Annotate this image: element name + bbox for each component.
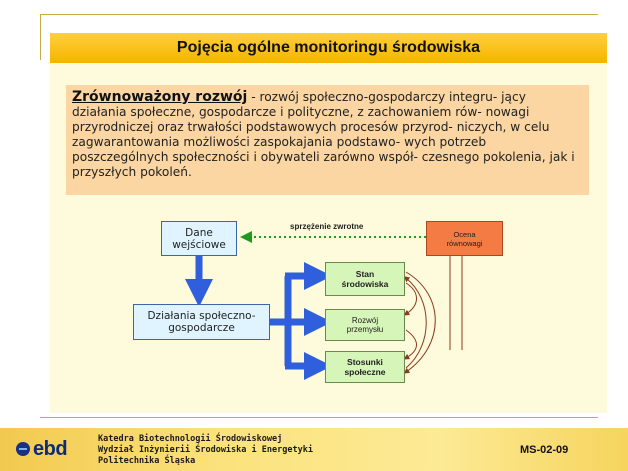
curve-state-industry [403, 282, 417, 316]
environment-state-box: Stan środowiska [325, 262, 405, 296]
title-bar [50, 33, 607, 63]
definition-body: - rozwój społeczno-gospodarczy integru- … [72, 90, 575, 179]
socio-economic-actions-box: Działania społeczno- gospodarcze [133, 304, 270, 340]
curve-state-social [403, 271, 436, 374]
social-relations-box: Stosunki społeczne [325, 351, 405, 383]
social-line2: społeczne [344, 367, 386, 377]
footer-department: Katedra Biotechnologii Środowiskowej [98, 434, 283, 444]
slide-title: Pojęcia ogólne monitoringu środowiska [176, 39, 481, 56]
footer-university: Politechnika Śląska [98, 456, 196, 466]
definition-term: Zrównoważony rozwój [72, 89, 248, 105]
industry-line1: Rozwój [351, 316, 379, 325]
footer-bar [0, 428, 628, 471]
input-data-line2: wejściowe [172, 238, 226, 251]
left-decorative-rule [40, 14, 41, 60]
evaluation-line2: równowagi [446, 238, 483, 248]
social-line1: Stosunki [347, 357, 383, 367]
footer-faculty: Wydział Inżynierii Środowiska i Energety… [98, 445, 313, 455]
logo-text: ebd [33, 437, 68, 460]
actions-line1: Działania społeczno- [147, 310, 256, 322]
ebd-logo: ebd [16, 437, 68, 460]
balance-evaluation-box: Ocena równowagi [426, 221, 503, 256]
feedback-label: sprzężenie zwrotne [290, 222, 364, 231]
evaluation-line1: Ocena [453, 229, 476, 239]
bottom-decorative-rule [40, 417, 598, 418]
state-line2: środowiska [341, 279, 389, 289]
actions-line2: gospodarcze [168, 322, 235, 334]
curve-industry-social [403, 329, 417, 360]
definition-box [66, 85, 589, 195]
industry-line2: przemysłu [346, 325, 384, 334]
state-line1: Stan [355, 269, 375, 279]
industry-development-box: Rozwój przemysłu [325, 309, 405, 341]
logo-icon [16, 442, 30, 456]
input-data-line1: Dane [185, 226, 213, 239]
top-decorative-rule [40, 14, 598, 15]
input-data-box: Dane wejściowe [161, 221, 237, 256]
definition-text: Zrównoważony rozwój - rozwój społeczno-g… [72, 90, 584, 180]
slide-code: MS-02-09 [520, 444, 569, 456]
curve-social-state [403, 276, 427, 369]
